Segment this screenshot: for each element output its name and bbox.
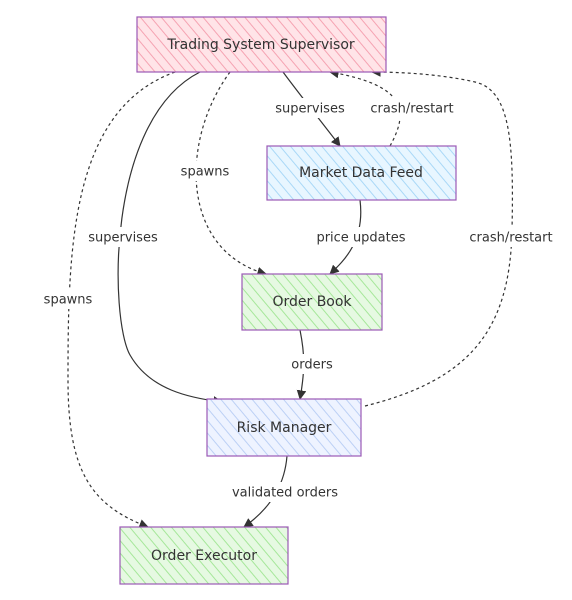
edge-label-supervises-risk-manager: supervises	[82, 227, 164, 247]
node-label: Trading System Supervisor	[166, 37, 355, 53]
edge-label-crash-restart-market-feed: crash/restart	[362, 98, 462, 118]
edge-label-text: spawns	[44, 293, 93, 308]
edge-label-price-updates: price updates	[308, 227, 414, 247]
edge-supervises-risk-manager	[117, 71, 223, 406]
edge-label-supervises-market-feed: supervises	[268, 98, 352, 118]
node-label: Market Data Feed	[299, 165, 423, 181]
node-risk-manager[interactable]: Risk Manager	[206, 398, 362, 457]
node-label: Order Executor	[151, 548, 257, 564]
edge-label-text: price updates	[316, 231, 405, 246]
edge-label-spawns-order-executor: spawns	[38, 289, 98, 309]
edge-label-validated-orders: validated orders	[222, 482, 348, 502]
edge-label-text: spawns	[181, 165, 230, 180]
node-trading-system-supervisor[interactable]: Trading System Supervisor	[136, 16, 387, 73]
edge-label-text: validated orders	[232, 486, 338, 501]
node-order-book[interactable]: Order Book	[241, 273, 383, 331]
edge-label-text: orders	[291, 358, 333, 373]
node-order-executor[interactable]: Order Executor	[119, 526, 289, 585]
node-label: Risk Manager	[237, 420, 332, 436]
edge-label-orders: orders	[284, 354, 340, 374]
edge-label-text: crash/restart	[370, 102, 453, 117]
edge-label-text: supervises	[275, 102, 345, 117]
edge-label-text: supervises	[88, 231, 158, 246]
edge-crash-restart-risk-manager	[364, 67, 514, 407]
edge-spawns-order-executor	[67, 71, 176, 529]
edge-label-text: crash/restart	[469, 231, 552, 246]
node-market-data-feed[interactable]: Market Data Feed	[266, 145, 457, 201]
edge-spawns-order-book	[195, 71, 267, 277]
edge-label-spawns-order-book: spawns	[176, 161, 234, 181]
edge-label-crash-restart-risk-manager: crash/restart	[460, 227, 562, 247]
node-label: Order Book	[272, 294, 352, 310]
